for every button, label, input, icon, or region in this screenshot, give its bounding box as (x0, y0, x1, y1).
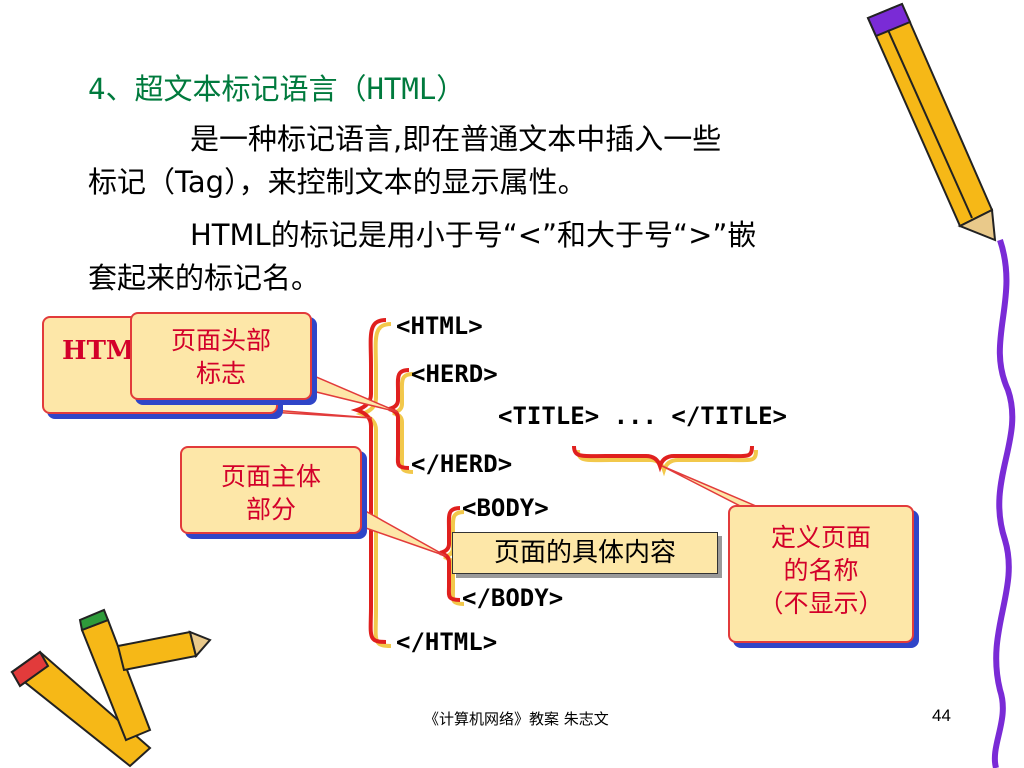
footer-text: 《计算机网络》教案 朱志文 (424, 710, 609, 728)
code-title-line: <TITLE> ... </TITLE> (498, 402, 787, 430)
paragraph1-line1: 是一种标记语言,即在普通文本中插入一些 (190, 122, 722, 156)
head-bracket (388, 368, 410, 470)
page-content-box: 页面的具体内容 (452, 532, 718, 574)
code-html-open: <HTML> (396, 312, 483, 340)
body-bracket-shadow (443, 510, 465, 606)
pencils-bottom-left-icon (10, 608, 212, 768)
code-head-close: </HERD> (411, 450, 513, 478)
title-brace (572, 445, 754, 473)
head-bracket-shadow (392, 372, 414, 474)
head-callout-pointer (299, 368, 399, 413)
page-number: 44 (932, 706, 951, 725)
code-head-open: <HERD> (411, 360, 498, 388)
title-callout-box: 定义页面 的名称 （不显示） (728, 505, 914, 643)
head-callout-box: 页面头部 标志 (130, 312, 312, 400)
title-brace-shadow (576, 449, 758, 477)
body-callout-box: 页面主体 部分 (180, 446, 362, 534)
code-body-close: </BODY> (462, 584, 564, 612)
paragraph2-line2: 套起来的标记名。 (88, 261, 321, 295)
pencil-top-right-icon (866, 2, 997, 242)
paragraph1-line2: 标记（Tag），来控制文本的显示属性。 (88, 165, 587, 199)
html-bracket-shadow (355, 322, 392, 648)
html-bracket (350, 318, 387, 644)
vine-decoration (991, 239, 1016, 768)
code-body-open: <BODY> (462, 494, 549, 522)
code-html-close: </HTML> (396, 628, 498, 656)
slide-heading: 4、超文本标记语言（HTML） (88, 72, 466, 106)
paragraph2-line1: HTML的标记是用小于号“<”和大于号“>”嵌 (190, 218, 757, 252)
